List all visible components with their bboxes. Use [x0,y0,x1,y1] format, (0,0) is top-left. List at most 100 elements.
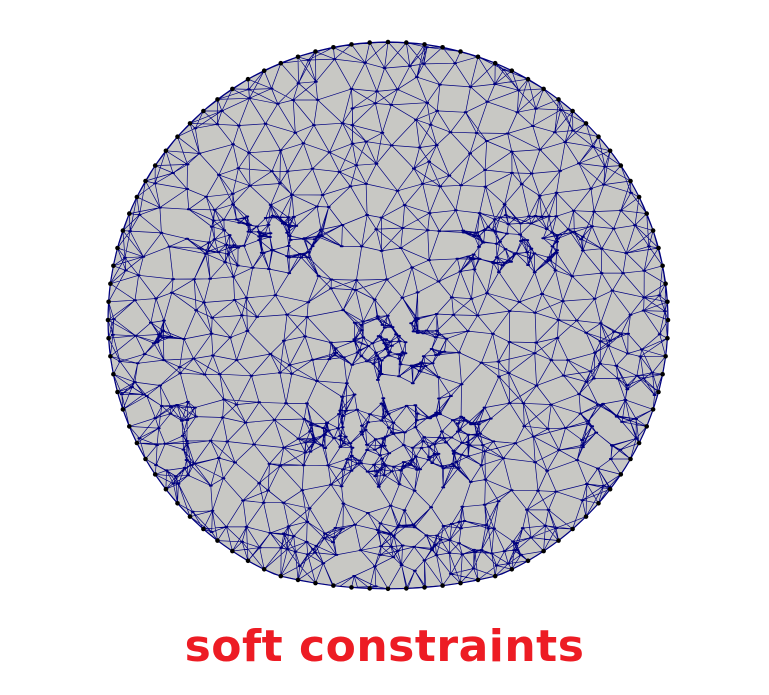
dot-icon [458,580,463,586]
dot-icon [313,49,318,54]
dot-icon [660,371,665,377]
dot-icon [134,194,140,200]
dot-icon [596,134,601,139]
dot-icon [105,317,111,323]
dot-icon [570,526,575,532]
dot-icon [187,514,193,519]
dot-icon [331,583,336,588]
dot-icon [385,586,391,592]
dot-icon [458,49,463,54]
dot-icon [111,263,116,269]
dot-icon [230,548,235,554]
dot-icon [583,514,589,519]
dot-icon [650,407,656,412]
dot-icon [541,86,546,92]
dot-icon [525,558,531,564]
dot-icon [106,335,111,341]
dot-icon [331,45,336,50]
dot-icon [644,424,649,429]
dot-icon [313,580,318,586]
dot-icon [492,60,498,66]
dot-icon [152,163,158,168]
dot-icon [278,60,284,66]
dot-icon [509,68,515,73]
dot-icon [660,263,665,269]
caption-text: soft constraints [184,621,585,672]
dot-icon [108,354,113,359]
dot-icon [143,456,148,462]
dot-icon [583,121,589,126]
dot-icon [367,40,373,45]
dot-icon [111,371,116,377]
dot-icon [607,486,613,492]
dot-icon [422,585,427,590]
dot-icon [628,456,633,462]
dot-icon [349,42,354,47]
dot-icon [127,211,132,216]
dot-icon [404,586,409,591]
dot-icon [570,108,575,114]
dot-icon [665,317,671,323]
dot-icon [349,585,354,590]
dot-icon [475,577,481,583]
dot-icon [440,583,445,588]
dot-icon [628,178,633,184]
dot-icon [201,526,206,532]
dot-icon [295,577,301,583]
dot-icon [175,134,180,139]
dot-icon [422,42,427,47]
mesh-edges [108,42,668,589]
dot-icon [656,245,661,251]
dot-icon [108,281,113,287]
dot-icon [509,567,515,572]
dot-icon [120,228,126,233]
dot-icon [163,486,169,492]
boundary-vertices [105,39,671,592]
dot-icon [541,548,546,554]
dot-icon [440,45,445,50]
dot-icon [385,39,391,45]
dot-icon [636,440,642,446]
dot-icon [404,40,409,45]
dot-icon [175,501,180,506]
mesh-vertices [110,46,667,589]
dot-icon [650,228,656,233]
mesh-disc [105,39,671,592]
dot-icon [525,76,531,82]
dot-icon [663,354,668,359]
dot-icon [106,299,111,305]
dot-icon [656,389,661,395]
dot-icon [115,389,120,395]
dot-icon [127,424,132,429]
dot-icon [230,86,235,92]
dot-icon [492,573,498,579]
dot-icon [215,538,220,543]
dot-icon [187,121,193,126]
dot-icon [278,573,284,579]
dot-icon [163,148,169,154]
dot-icon [556,538,561,543]
dot-icon [201,108,206,114]
dot-icon [261,567,267,572]
dot-icon [596,501,601,506]
dot-icon [115,245,120,251]
dot-icon [215,97,220,102]
dot-icon [295,54,301,60]
dot-icon [143,178,148,184]
dot-icon [245,558,251,564]
dot-icon [665,299,670,305]
dot-icon [245,76,251,82]
dot-icon [665,335,670,341]
dot-icon [663,281,668,287]
dot-icon [618,163,624,168]
dot-icon [134,440,140,446]
dot-icon [475,54,481,60]
dot-icon [618,472,624,477]
dot-icon [120,407,126,412]
dot-icon [152,472,158,477]
dot-icon [636,194,642,200]
dot-icon [261,68,267,73]
dot-icon [644,211,649,216]
dot-icon [367,586,373,591]
